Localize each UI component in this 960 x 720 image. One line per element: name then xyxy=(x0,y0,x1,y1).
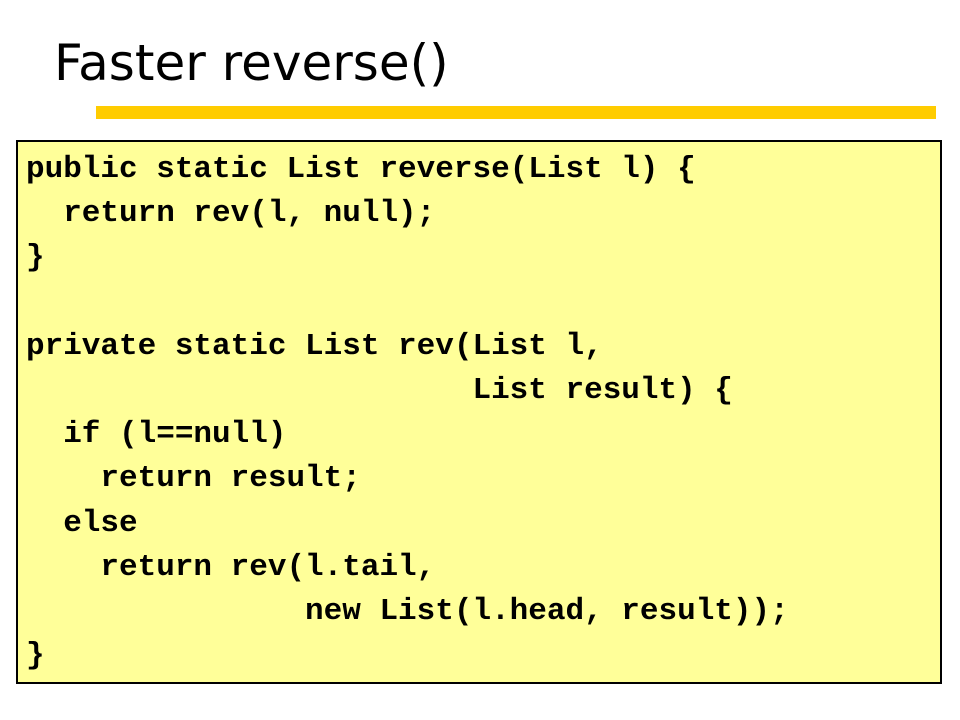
code-line: private static List rev(List l, xyxy=(26,328,603,364)
code-line: new List(l.head, result)); xyxy=(26,593,789,629)
code-line: } xyxy=(26,240,45,276)
code-line: return rev(l.tail, xyxy=(26,549,436,585)
code-line: else xyxy=(26,505,138,541)
code-line: return rev(l, null); xyxy=(26,196,436,232)
code-block: public static List reverse(List l) { ret… xyxy=(16,140,942,684)
code-lines: public static List reverse(List l) { ret… xyxy=(26,148,789,678)
title-underline-bar xyxy=(96,106,936,119)
slide-title: Faster reverse() xyxy=(54,34,449,92)
code-line: return result; xyxy=(26,461,361,497)
code-line: if (l==null) xyxy=(26,417,287,453)
code-line: List result) { xyxy=(26,372,733,408)
code-line xyxy=(26,281,789,325)
code-line: public static List reverse(List l) { xyxy=(26,152,696,187)
code-line: } xyxy=(26,638,45,674)
